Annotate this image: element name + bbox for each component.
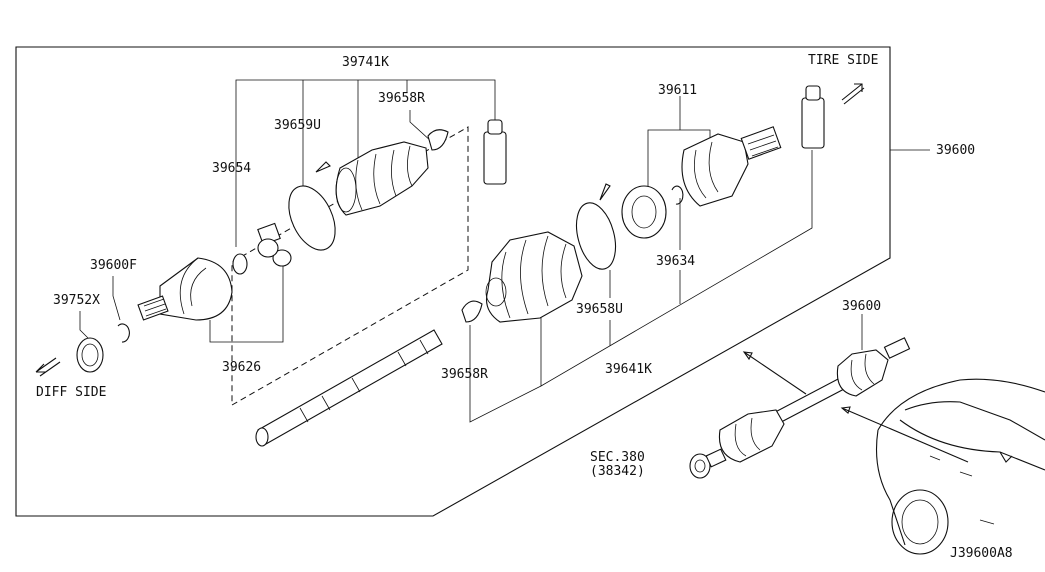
label-39626: 39626 — [222, 360, 261, 375]
label-39641K: 39641K — [605, 362, 652, 377]
drive-shaft — [255, 329, 443, 447]
section-ref-line2: (38342) — [590, 464, 645, 479]
tire-side-joint — [461, 85, 825, 323]
label-39659U: 39659U — [274, 118, 321, 133]
diff-side-arrow-icon — [35, 357, 61, 377]
diff-side-joint — [76, 119, 507, 373]
tire-side-arrow-icon — [841, 83, 865, 105]
label-39658U: 39658U — [576, 302, 623, 317]
section-ref-line1: SEC.380 — [590, 450, 645, 465]
label-39741K: 39741K — [342, 55, 389, 70]
vehicle-silhouette — [875, 378, 1045, 555]
label-39634: 39634 — [656, 254, 695, 269]
label-39752X: 39752X — [53, 293, 100, 308]
part-labels: 39741K 39658R 39659U 39654 39600F 39752X… — [36, 53, 1013, 561]
label-39611: 39611 — [658, 83, 697, 98]
label-39658R-bottom: 39658R — [441, 367, 488, 382]
label-39600F: 39600F — [90, 258, 137, 273]
exploded-view-frame — [15, 46, 891, 517]
label-39654: 39654 — [212, 161, 251, 176]
leader-lines — [79, 79, 930, 423]
diff-side-label: DIFF SIDE — [36, 385, 106, 400]
drawing-id: J39600A8 — [950, 546, 1013, 561]
label-39658R-top: 39658R — [378, 91, 425, 106]
assembled-shaft-inset — [689, 337, 969, 479]
shaft-dashed-outline — [231, 126, 469, 406]
label-39600-inset: 39600 — [842, 299, 881, 314]
tire-side-label: TIRE SIDE — [808, 53, 878, 68]
label-39600-main: 39600 — [936, 143, 975, 158]
